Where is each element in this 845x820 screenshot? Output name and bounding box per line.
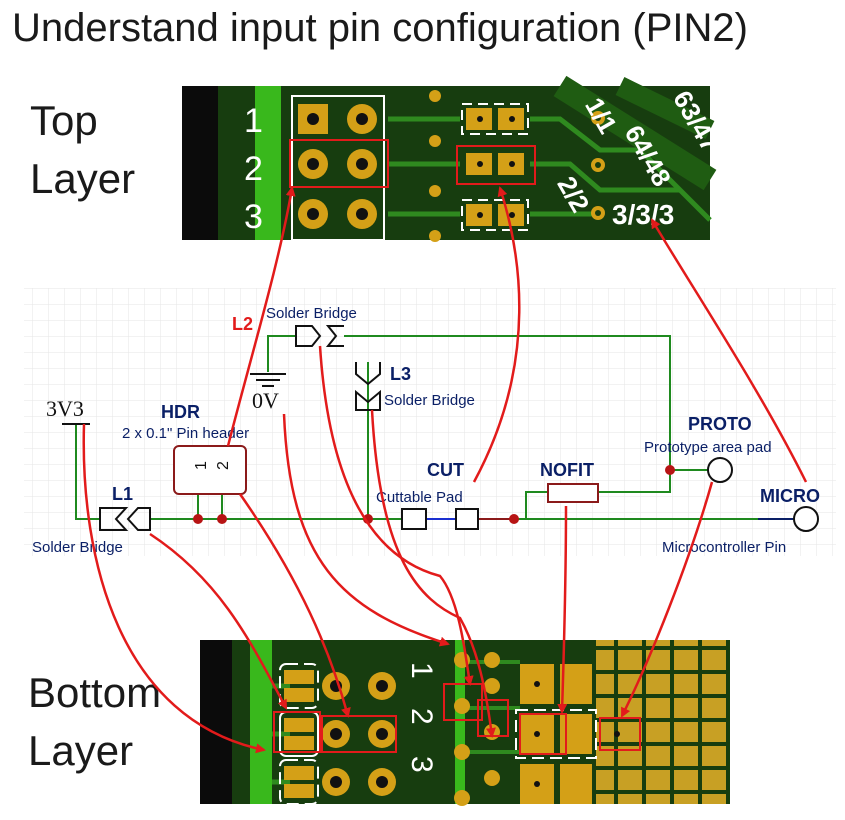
hdr-pin-2: 2 (215, 461, 232, 470)
gnd-label: 0V (252, 388, 279, 413)
arrow-micro-to-top-pin (650, 218, 808, 483)
l1-label: L1 (112, 484, 133, 504)
gnd-symbol (250, 373, 286, 387)
top-header-pins (298, 104, 377, 229)
top-solder-bridges (461, 103, 529, 231)
bottom-layer-label-line2: Layer (28, 727, 134, 774)
proto-area-grid (596, 640, 730, 804)
top-layer-label-line1: Top (30, 97, 98, 144)
proto-label: PROTO (688, 414, 752, 434)
arrow-l2-to-bottom (318, 345, 474, 686)
arrow-gnd-to-bottom-via (282, 413, 450, 647)
arrow-hdr-to-bottom-pin (238, 493, 351, 718)
arrow-proto-to-bottom-pad (620, 481, 714, 718)
bottom-layer-label: Bottom Layer (28, 664, 161, 780)
bottom-row-1: 1 (405, 662, 438, 679)
micro-label: MICRO (760, 486, 820, 506)
top-layer-label-line2: Layer (30, 155, 136, 202)
bottom-row-2: 2 (405, 708, 438, 725)
bottom-pcb: 1 2 3 (200, 640, 730, 806)
top-row-2: 2 (244, 150, 263, 188)
schematic: 3V3 0V L2 Solder Bridge L3 Solder Bridge… (24, 288, 836, 556)
v3v3-label: 3V3 (46, 396, 84, 421)
top-layer-label: Top Layer (30, 92, 135, 208)
l3-label: L3 (390, 364, 411, 384)
hdr-symbol (173, 445, 247, 495)
top-bridge-highlight (456, 145, 536, 185)
nofit-resistor (547, 483, 599, 503)
arrow-l3-to-bottom (370, 409, 496, 738)
top-row-3: 3 (244, 198, 263, 236)
schematic-grid (24, 288, 836, 556)
arrow-nofit-to-bottom-pad (557, 505, 568, 714)
bottom-l1-bridges (279, 663, 319, 805)
top-pin2-highlight (289, 139, 389, 188)
l3-desc: Solder Bridge (384, 392, 475, 409)
hdr-desc: 2 x 0.1" Pin header (122, 425, 249, 442)
top-pin-label-333: 3/3/3 (612, 199, 674, 230)
top-row-1: 1 (244, 102, 263, 140)
connection-arrows (82, 186, 808, 754)
l2-symbol (295, 325, 344, 347)
nofit-label: NOFIT (540, 460, 594, 480)
hdr-pin-1: 1 (193, 461, 210, 470)
bottom-layer-label-line1: Bottom (28, 669, 162, 716)
bottom-row-3: 3 (405, 756, 438, 773)
arrow-cut-to-top-bridge (472, 186, 521, 483)
micro-pin (793, 506, 819, 532)
cut-pad-right (455, 508, 479, 530)
l1-desc: Solder Bridge (32, 539, 123, 556)
proto-pad (707, 457, 733, 483)
cut-desc: Cuttable Pad (376, 489, 463, 506)
bottom-header-pins (322, 672, 396, 796)
l2-label: L2 (232, 314, 253, 334)
l2-desc: Solder Bridge (266, 305, 357, 322)
proto-desc: Prototype area pad (644, 439, 772, 456)
l1-symbol (99, 507, 151, 531)
arrow-l1-to-bottom-bridge (149, 532, 288, 710)
hdr-label: HDR (161, 402, 200, 422)
top-pcb: 1 2 3 3/3/3 2/2 64/48 63/47 1/1 (182, 75, 726, 242)
cut-label: CUT (427, 460, 464, 480)
arrow-3v3-to-bottom-rail (82, 423, 266, 754)
l3-symbol (355, 362, 381, 411)
micro-desc: Microcontroller Pin (662, 539, 786, 556)
cut-pad-left (401, 508, 427, 530)
page-title: Understand input pin configuration (PIN2… (12, 6, 748, 50)
arrow-hdr-to-top-pin2 (226, 186, 296, 447)
